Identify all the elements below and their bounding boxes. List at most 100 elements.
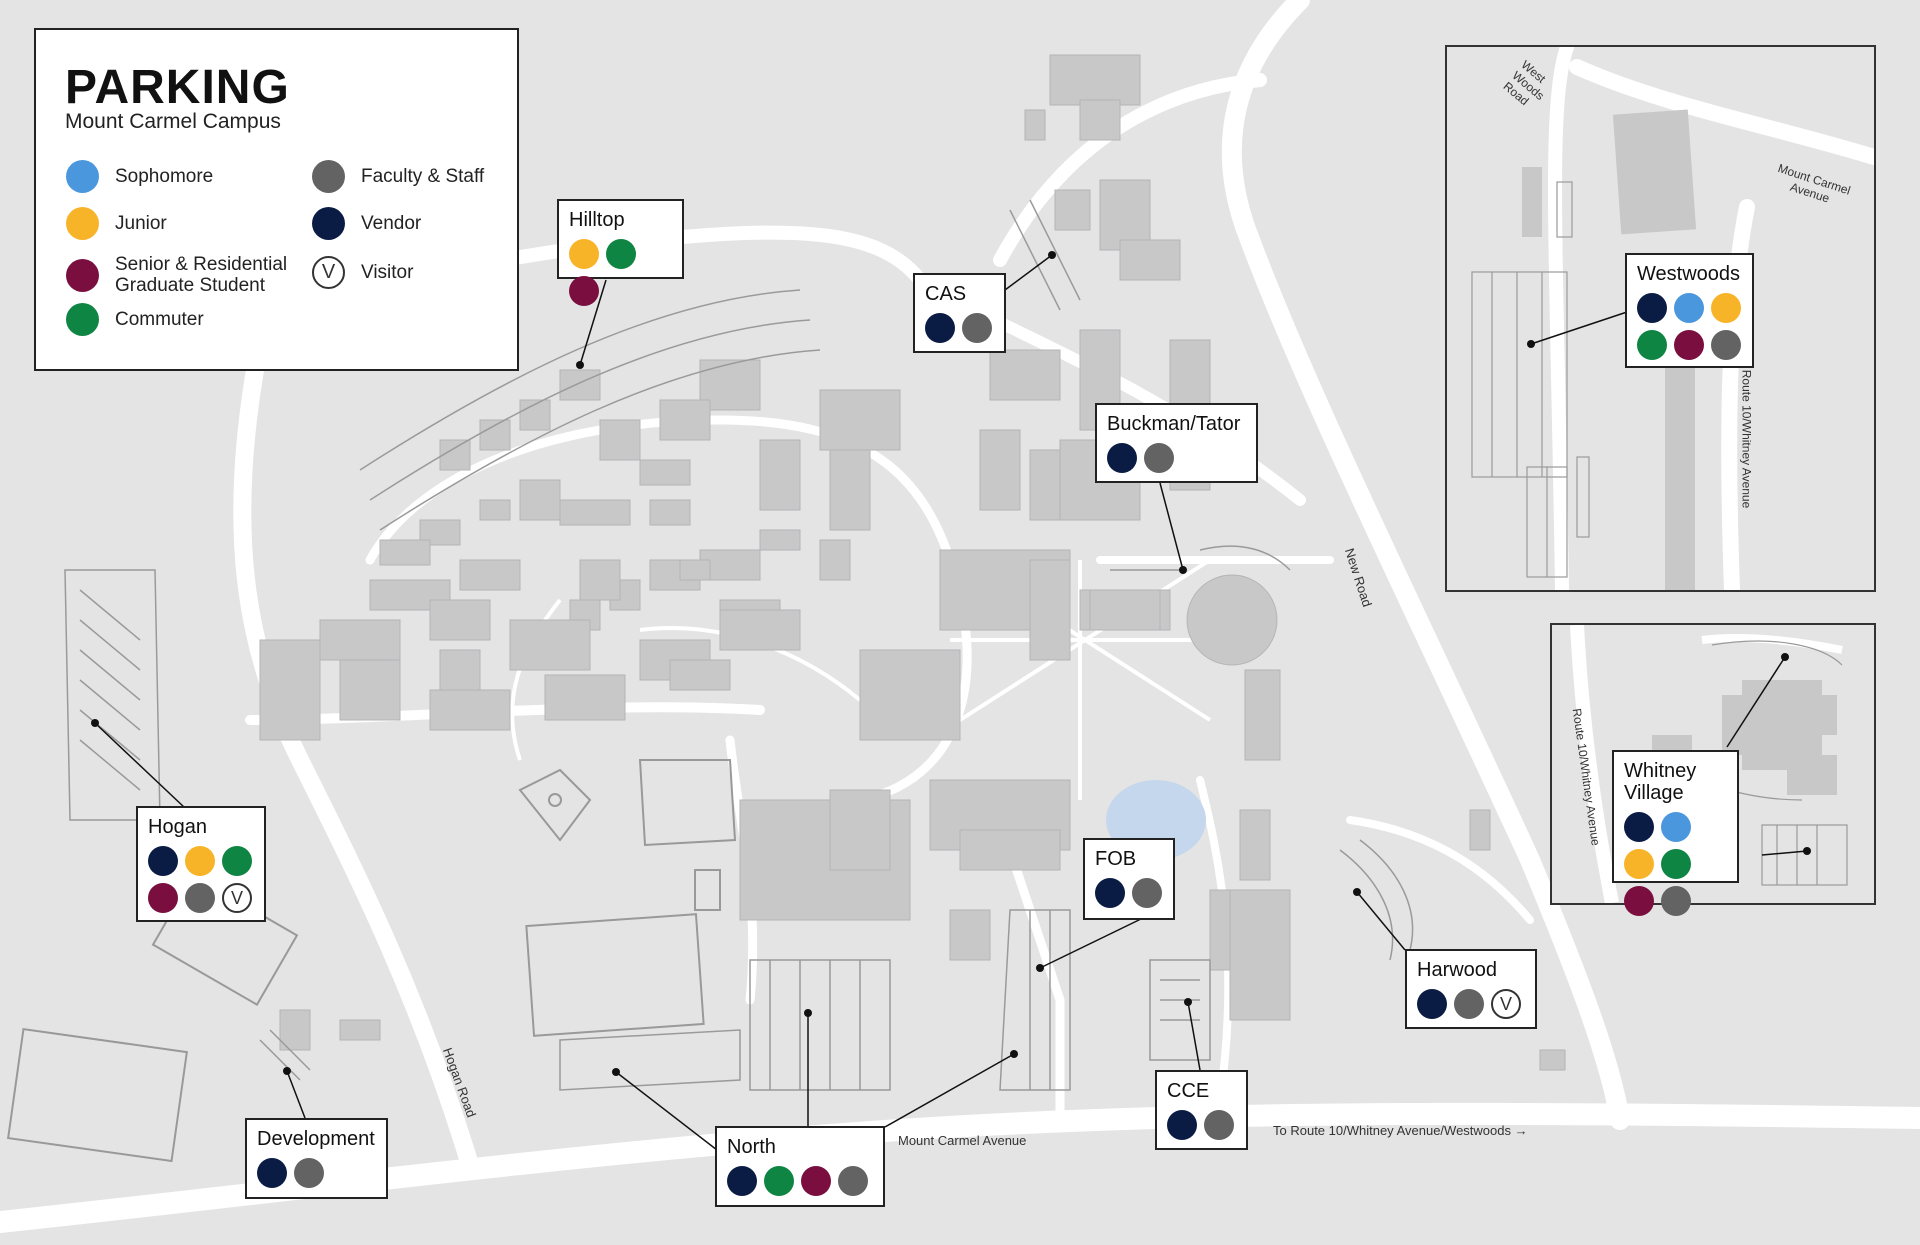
legend-item-senior: Senior & Residential Graduate Student (66, 254, 305, 296)
permit-dot (1637, 293, 1667, 323)
lot-development[interactable]: Development (245, 1118, 388, 1199)
permit-dot (1637, 330, 1667, 360)
lot-name: Hilltop (569, 209, 625, 231)
legend-label: Junior (115, 213, 167, 234)
permit-dot (222, 846, 252, 876)
legend-label: Senior & Residential Graduate Student (115, 254, 288, 296)
permit-dot (1624, 849, 1654, 879)
lot-permit-dots (727, 1166, 873, 1196)
permit-dot (838, 1166, 868, 1196)
mount-carmel-avenue-label: Mount Carmel Avenue (898, 1133, 1027, 1148)
lot-westwoods[interactable]: Westwoods (1625, 253, 1754, 368)
parking-areas (64, 199, 1414, 1091)
lot-name: Development (257, 1128, 375, 1150)
lot-permit-dots: V (148, 846, 254, 913)
permit-dot (1417, 989, 1447, 1019)
road-new-road (1221, 0, 1630, 1130)
permit-dot (148, 883, 178, 913)
permit-dot (1132, 878, 1162, 908)
permit-dot (1167, 1110, 1197, 1140)
athletic-fields (7, 759, 737, 1163)
junior-dot (66, 207, 99, 240)
lot-name: Harwood (1417, 959, 1498, 981)
permit-dot (925, 313, 955, 343)
to-route-10-label: To Route 10/Whitney Avenue/Westwoods → (1273, 1123, 1528, 1138)
legend-item-vendor: Vendor (312, 207, 421, 240)
lot-name: North (727, 1136, 776, 1158)
legend-item-faculty-staff: Faculty & Staff (312, 160, 484, 193)
visitor-icon: V (222, 883, 252, 913)
permit-dot (801, 1166, 831, 1196)
buildings (259, 54, 1566, 1071)
permit-dot (1661, 886, 1691, 916)
permit-dot (1711, 293, 1741, 323)
parking-legend: PARKING Mount Carmel Campus Sophomore Ju… (34, 28, 519, 371)
lot-cas[interactable]: CAS (913, 273, 1006, 353)
lot-fob[interactable]: FOB (1083, 838, 1175, 920)
permit-dot (569, 276, 599, 306)
lot-permit-dots (1167, 1110, 1236, 1140)
legend-item-junior: Junior (66, 207, 167, 240)
legend-title: PARKING (65, 61, 290, 114)
leader-points (91, 251, 1361, 1076)
legend-label: Sophomore (115, 166, 214, 187)
permit-dot (1624, 812, 1654, 842)
permit-dot (1144, 443, 1174, 473)
lot-hogan[interactable]: Hogan V (136, 806, 266, 922)
permit-dot (185, 883, 215, 913)
lot-hilltop[interactable]: Hilltop (557, 199, 684, 306)
permit-dot (1107, 443, 1137, 473)
lot-name: Hogan (148, 816, 207, 838)
route-10-westwoods-label: Route 10/Whitney Avenue (1739, 369, 1754, 509)
lot-whitney-village[interactable]: Whitney Village (1612, 750, 1739, 916)
lot-name: CCE (1167, 1080, 1210, 1102)
commuter-dot (66, 303, 99, 336)
permit-dot (606, 239, 636, 269)
permit-dot (1095, 878, 1125, 908)
permit-dot (727, 1166, 757, 1196)
permit-dot (1661, 812, 1691, 842)
legend-label: Visitor (361, 262, 414, 283)
lot-name: CAS (925, 283, 967, 305)
lot-permit-dots (925, 313, 994, 343)
permit-dot (1454, 989, 1484, 1019)
road-hogan-road (233, 361, 479, 1174)
permit-dot (1674, 330, 1704, 360)
faculty-staff-dot (312, 160, 345, 193)
permit-dot (1204, 1110, 1234, 1140)
lot-permit-dots (257, 1158, 376, 1188)
permit-dot (257, 1158, 287, 1188)
permit-dot (185, 846, 215, 876)
vendor-dot (312, 207, 345, 240)
legend-label: Faculty & Staff (361, 166, 485, 187)
legend-item-visitor: V Visitor (312, 256, 413, 289)
lot-buckman-tator[interactable]: Buckman/Tator (1095, 403, 1258, 483)
permit-dot (962, 313, 992, 343)
lot-permit-dots: V (1417, 989, 1525, 1019)
lot-cce[interactable]: CCE (1155, 1070, 1248, 1150)
lot-permit-dots (569, 239, 672, 306)
lot-north[interactable]: North (715, 1126, 885, 1207)
legend-label: Vendor (361, 213, 422, 234)
lot-permit-dots (1637, 293, 1742, 360)
sophomore-dot (66, 160, 99, 193)
legend-item-commuter: Commuter (66, 303, 204, 336)
lot-permit-dots (1624, 812, 1727, 916)
permit-dot (569, 239, 599, 269)
lot-permit-dots (1107, 443, 1246, 473)
visitor-icon: V (1491, 989, 1521, 1019)
permit-dot (1624, 886, 1654, 916)
lot-name: Whitney Village (1624, 760, 1697, 804)
lot-permit-dots (1095, 878, 1163, 908)
legend-subtitle: Mount Carmel Campus (65, 110, 281, 133)
legend-item-sophomore: Sophomore (66, 160, 213, 193)
lot-harwood[interactable]: Harwood V (1405, 949, 1537, 1029)
westwoods-inset: West Woods Road Mount Carmel Avenue Rout… (1445, 45, 1876, 592)
lot-name: FOB (1095, 848, 1137, 870)
lot-name: Buckman/Tator (1107, 413, 1241, 435)
permit-dot (764, 1166, 794, 1196)
permit-dot (148, 846, 178, 876)
visitor-icon: V (312, 256, 345, 289)
permit-dot (1674, 293, 1704, 323)
leader-lines (94, 254, 1406, 1151)
